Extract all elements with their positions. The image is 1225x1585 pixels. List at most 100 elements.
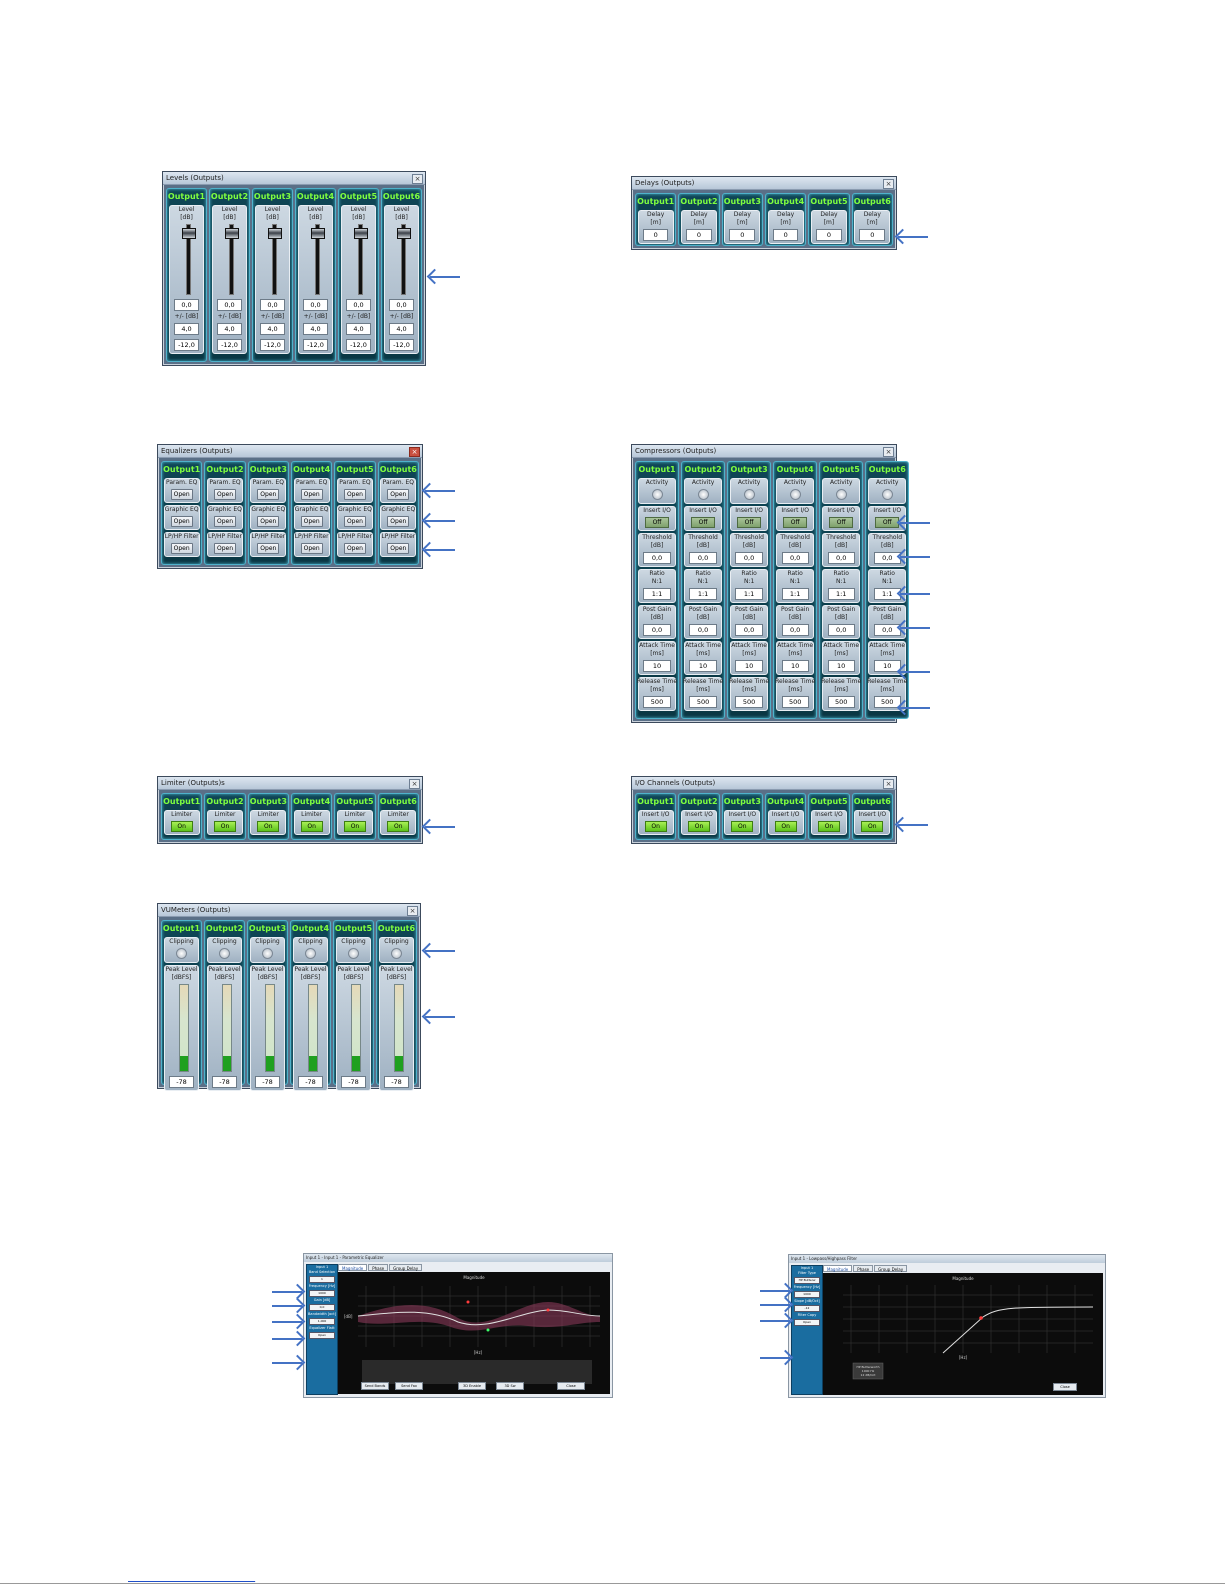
frequency-field[interactable]: 1000 bbox=[309, 1290, 335, 1297]
limiter-toggle[interactable]: On bbox=[300, 821, 323, 832]
fader-knob[interactable] bbox=[311, 228, 326, 239]
tab-group-delay[interactable]: Group Delay bbox=[389, 1264, 423, 1271]
graphic-eq-open-button[interactable]: Open bbox=[343, 516, 367, 527]
insert-toggle[interactable]: Off bbox=[875, 517, 900, 528]
send-bands-button[interactable]: Send Bands bbox=[361, 1382, 389, 1390]
close-icon[interactable]: × bbox=[407, 906, 418, 916]
close-icon[interactable]: × bbox=[409, 779, 420, 789]
threshold-value[interactable]: 0,0 bbox=[827, 552, 855, 564]
slope-select[interactable]: -12 bbox=[794, 1305, 820, 1312]
equalizers-titlebar[interactable]: Equalizers (Outputs) × bbox=[158, 445, 422, 458]
bottom-value[interactable]: -12,0 bbox=[345, 339, 372, 351]
pm-value[interactable]: 4,0 bbox=[302, 323, 329, 335]
io-titlebar[interactable]: I/O Channels (Outputs) × bbox=[632, 777, 896, 790]
level-value[interactable]: 0,0 bbox=[345, 299, 372, 311]
pm-value[interactable]: 4,0 bbox=[388, 323, 415, 335]
limiter-toggle[interactable]: On bbox=[170, 821, 193, 832]
insert-toggle[interactable]: Off bbox=[783, 517, 807, 528]
level-value[interactable]: 0,0 bbox=[216, 299, 243, 311]
limiter-toggle[interactable]: On bbox=[343, 821, 367, 832]
lphp-open-button[interactable]: Open bbox=[170, 543, 193, 554]
param-eq-open-button[interactable]: Open bbox=[213, 489, 237, 500]
3d-enable-button[interactable]: 3D Enable bbox=[458, 1382, 486, 1390]
bottom-value[interactable]: -12,0 bbox=[302, 339, 329, 351]
param-eq-open-button[interactable]: Open bbox=[387, 489, 410, 500]
insert-toggle[interactable]: Off bbox=[645, 517, 669, 528]
fader-knob[interactable] bbox=[225, 228, 240, 239]
close-button[interactable]: Close bbox=[1053, 1383, 1077, 1391]
close-icon[interactable]: × bbox=[883, 179, 894, 189]
level-fader[interactable] bbox=[300, 222, 330, 297]
insert-toggle[interactable]: On bbox=[731, 821, 754, 832]
eq-flat-button[interactable]: Open bbox=[309, 1332, 335, 1339]
insert-toggle[interactable]: Off bbox=[829, 517, 854, 528]
attack-value[interactable]: 10 bbox=[781, 660, 809, 672]
close-icon[interactable]: × bbox=[883, 447, 894, 457]
insert-toggle[interactable]: On bbox=[687, 821, 711, 832]
ratio-value[interactable]: 1:1 bbox=[781, 588, 809, 600]
ratio-value[interactable]: 1:1 bbox=[643, 588, 671, 600]
limiter-titlebar[interactable]: Limiter (Outputs)s × bbox=[158, 777, 422, 790]
delay-value[interactable]: 0 bbox=[859, 229, 886, 241]
postgain-value[interactable]: 0,0 bbox=[827, 624, 855, 636]
release-value[interactable]: 500 bbox=[643, 696, 671, 708]
insert-toggle[interactable]: Off bbox=[691, 517, 715, 528]
postgain-value[interactable]: 0,0 bbox=[643, 624, 671, 636]
peq-band-point[interactable] bbox=[546, 1308, 550, 1312]
level-fader[interactable] bbox=[214, 222, 244, 297]
levels-titlebar[interactable]: Levels (Outputs) × bbox=[163, 172, 425, 185]
level-value[interactable]: 0,0 bbox=[173, 299, 200, 311]
tab-magnitude[interactable]: Magnitude bbox=[338, 1264, 368, 1271]
ratio-value[interactable]: 1:1 bbox=[689, 588, 717, 600]
bandwidth-field[interactable]: 1,000 bbox=[309, 1318, 335, 1325]
fader-knob[interactable] bbox=[354, 228, 369, 239]
tab-magnitude[interactable]: Magnitude bbox=[823, 1265, 853, 1272]
limiter-toggle[interactable]: On bbox=[387, 821, 410, 832]
level-value[interactable]: 0,0 bbox=[302, 299, 329, 311]
fader-knob[interactable] bbox=[397, 228, 412, 239]
lphp-open-button[interactable]: Open bbox=[387, 543, 410, 554]
lphp-cutoff-point[interactable] bbox=[979, 1316, 983, 1320]
pm-value[interactable]: 4,0 bbox=[216, 323, 243, 335]
filter-frequency-field[interactable]: 1000 bbox=[794, 1291, 820, 1298]
insert-toggle[interactable]: On bbox=[817, 821, 841, 832]
attack-value[interactable]: 10 bbox=[643, 660, 671, 672]
send-fax-button[interactable]: Send Fax bbox=[395, 1382, 423, 1390]
level-fader[interactable] bbox=[343, 222, 373, 297]
delay-value[interactable]: 0 bbox=[729, 229, 756, 241]
postgain-value[interactable]: 0,0 bbox=[735, 624, 763, 636]
release-value[interactable]: 500 bbox=[735, 696, 763, 708]
pm-value[interactable]: 4,0 bbox=[345, 323, 372, 335]
threshold-value[interactable]: 0,0 bbox=[781, 552, 809, 564]
level-value[interactable]: 0,0 bbox=[259, 299, 286, 311]
fader-knob[interactable] bbox=[268, 228, 283, 239]
delay-value[interactable]: 0 bbox=[642, 229, 669, 241]
lphp-open-button[interactable]: Open bbox=[343, 543, 367, 554]
band-selection-field[interactable]: 1 bbox=[309, 1276, 335, 1283]
level-value[interactable]: 0,0 bbox=[388, 299, 415, 311]
param-eq-open-button[interactable]: Open bbox=[170, 489, 193, 500]
delay-value[interactable]: 0 bbox=[772, 229, 799, 241]
lphp-open-button[interactable]: Open bbox=[257, 543, 280, 554]
delays-titlebar[interactable]: Delays (Outputs) × bbox=[632, 177, 896, 190]
attack-value[interactable]: 10 bbox=[827, 660, 855, 672]
postgain-value[interactable]: 0,0 bbox=[873, 624, 901, 636]
footer-link[interactable] bbox=[128, 1572, 255, 1583]
graphic-eq-open-button[interactable]: Open bbox=[387, 516, 410, 527]
graphic-eq-open-button[interactable]: Open bbox=[213, 516, 237, 527]
ratio-value[interactable]: 1:1 bbox=[827, 588, 855, 600]
postgain-value[interactable]: 0,0 bbox=[781, 624, 809, 636]
ratio-value[interactable]: 1:1 bbox=[735, 588, 763, 600]
close-button[interactable]: Close bbox=[557, 1382, 585, 1390]
insert-toggle[interactable]: On bbox=[644, 821, 667, 832]
tab-phase[interactable]: Phase bbox=[853, 1265, 874, 1272]
limiter-toggle[interactable]: On bbox=[213, 821, 237, 832]
param-eq-open-button[interactable]: Open bbox=[257, 489, 280, 500]
release-value[interactable]: 500 bbox=[781, 696, 809, 708]
peq-band-point[interactable] bbox=[486, 1328, 490, 1332]
graphic-eq-open-button[interactable]: Open bbox=[170, 516, 193, 527]
release-value[interactable]: 500 bbox=[689, 696, 717, 708]
graphic-eq-open-button[interactable]: Open bbox=[257, 516, 280, 527]
delay-value[interactable]: 0 bbox=[816, 229, 842, 241]
bottom-value[interactable]: -12,0 bbox=[388, 339, 415, 351]
